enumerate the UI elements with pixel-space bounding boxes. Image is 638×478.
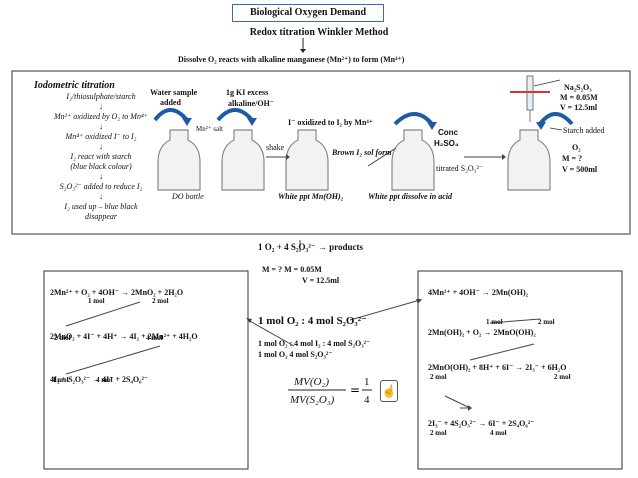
h2so4-label: H₂SO₄ — [434, 139, 459, 148]
mole-ratio: 1 mol O₂ : 4 mol S₂O₃²⁻ — [258, 315, 367, 327]
iodo-line: I₂ used up – blue black — [64, 202, 138, 211]
conc-label: Conc — [438, 128, 458, 137]
i-oxidized-label: I⁻ oxidized to I₂ by Mn⁴⁺ — [288, 118, 374, 127]
right-eq1: 4Mn²⁺ + 4OH⁻ → 2Mn(OH)₂ — [428, 288, 529, 297]
right-eq2-mol-a: 1 mol — [486, 318, 503, 326]
burette-m: M = 0.05M — [560, 93, 598, 102]
m-unknown: M = ? — [562, 154, 583, 163]
right-eq2-mol-b: 2 mol — [538, 318, 555, 326]
iodo-arrow: ↓ — [99, 192, 103, 201]
left-eq1-mol-a: 1 mol — [88, 297, 105, 305]
white-ppt-acid-label: White ppt dissolve in acid — [368, 192, 452, 201]
mole-ratio-detail-b: 1 mol O₂ 4 mol S₂O₃²⁻ — [258, 350, 333, 359]
page-subtitle: Redox titration Winkler Method — [249, 27, 389, 38]
center-m-line: M = ? M = 0.05M — [262, 265, 322, 274]
left-eq2-mol-a: 2 mol — [54, 334, 71, 342]
titrated-label: titrated S₂O₃²⁻ — [436, 164, 484, 173]
starch-label: Starch added — [563, 126, 605, 135]
left-eq3: 4I₂ + S₂O₃²⁻ → 4I⁻ + 2S₄O₆²⁻ — [50, 375, 149, 384]
ki-excess-label: 1g KI excess — [226, 88, 269, 97]
iodometric-heading: Iodometric titration — [34, 80, 115, 91]
iodo-line: I₂/thiosulphate/starch — [66, 92, 136, 101]
burette-v: V = 12.5ml — [560, 103, 598, 112]
right-eq2: 2Mn(OH)₂ + O₂ → 2MnO(OH)₂ — [428, 328, 536, 337]
thumbs-up-icon: ☝ — [380, 380, 398, 402]
formula-rhs-num: 1 — [364, 376, 370, 388]
formula-denominator: MV(S₂O₃) — [290, 394, 335, 406]
right-eq3-mol-b: 2 mol — [554, 373, 571, 381]
right-eq4-mol-a: 2 mol — [430, 429, 447, 437]
alkaline-label: alkaline/OH⁻ — [228, 99, 275, 108]
water-sample-label: Water sample — [150, 88, 198, 97]
svg-text:=: = — [350, 383, 360, 397]
page-title: Biological Oxygen Demand — [232, 4, 384, 22]
brown-label: Brown I₂ sol form — [332, 148, 392, 157]
dissolve-statement: Dissolve O₂ reacts with alkaline mangane… — [178, 55, 405, 64]
iodo-line: disappear — [85, 212, 117, 221]
right-eq4: 2I₃⁻ + 4S₂O₃²⁻ → 6I⁻ + 2S₄O₆²⁻ — [428, 419, 535, 428]
iodo-arrow: ↓ — [99, 172, 103, 181]
center-v-line: V = 12.5ml — [302, 276, 340, 285]
iodo-arrow: ↓ — [99, 142, 103, 151]
left-eq3-mol-a: 4 mol — [52, 376, 69, 384]
iodo-line: S₂O₃²⁻ added to reduce I₂ — [59, 182, 143, 191]
right-eq3-mol-a: 2 mol — [430, 373, 447, 381]
left-eq2-mol-b: 4 mol — [146, 334, 163, 342]
iodo-arrow: ↓ — [99, 122, 103, 131]
left-eq3-mol-b: 4 mol — [96, 376, 113, 384]
iodo-line: Mn²⁺ oxidized by O₂ to Mn⁴⁺ — [54, 112, 148, 121]
formula-numerator: MV(O₂) — [294, 376, 329, 388]
mn-salt-label: Mn²⁺ salt — [196, 125, 223, 133]
right-eq3: 2MnO(OH)₂ + 8H⁺ + 6I⁻ → 2I₃⁻ + 6H₂O — [428, 363, 567, 372]
white-ppt-label: White ppt Mn(OH)₂ — [278, 192, 344, 201]
added-label: added — [160, 98, 181, 107]
formula-rhs-den: 4 — [364, 394, 370, 406]
left-eq1: 2Mn²⁺ + O₂ + 4OH⁻ → 2MnO₂ + 2H₂O — [50, 288, 184, 297]
na2s2o3-label: Na₂S₂O₃ — [564, 83, 592, 92]
iodo-arrow: ↓ — [99, 102, 103, 111]
iodo-line: I₂ react with starch — [70, 152, 132, 161]
v-500: V = 500ml — [562, 165, 598, 174]
iodo-line: Mn⁴⁺ oxidized I⁻ to I₂ — [65, 132, 137, 141]
o2-label: O₂ — [572, 143, 581, 152]
mole-ratio-detail-a: 1 mol O₂ : 4 mol I₂ : 4 mol S₂O₃²⁻ — [258, 339, 371, 348]
iodometric-steps: I₂/thiosulphate/starch ↓ Mn²⁺ oxidized b… — [36, 92, 166, 222]
iodo-line: (blue black colour) — [70, 162, 132, 171]
left-eq1-mol-b: 2 mol — [152, 297, 169, 305]
do-bottle-label: DO bottle — [172, 192, 204, 201]
shake-label: shake — [266, 143, 285, 152]
center-equation: 1 O₂ + 4 S₂O₃²⁻ → products — [258, 242, 364, 252]
left-eq2: 2MnO₂ + 4I⁻ + 4H⁺ → 4I₂ + 2Mn²⁺ + 4H₂O — [50, 332, 198, 341]
right-eq4-mol-b: 4 mol — [490, 429, 507, 437]
